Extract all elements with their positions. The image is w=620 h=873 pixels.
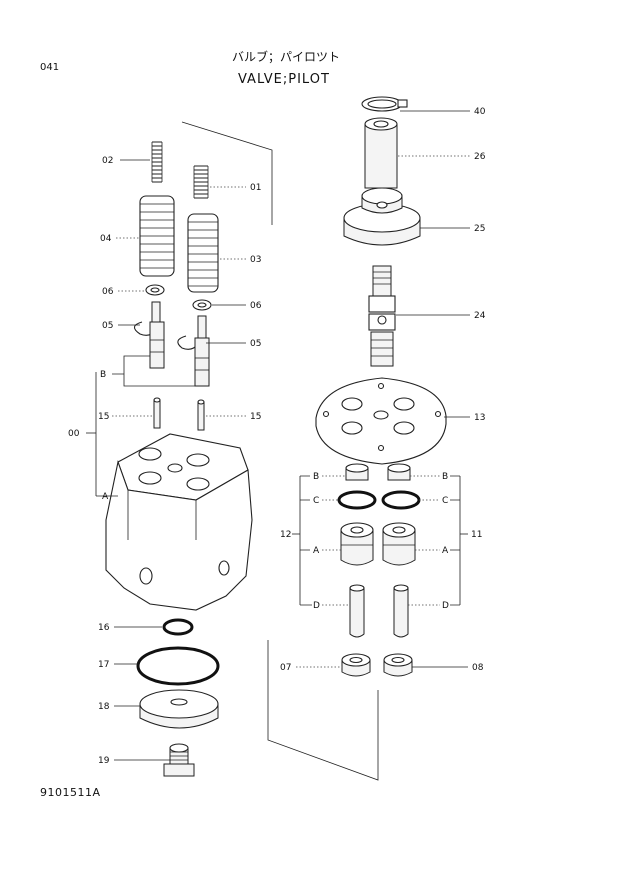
part-16-oring — [162, 618, 194, 636]
callout-a-left: A — [102, 492, 109, 502]
callout-26: 26 — [474, 152, 486, 162]
part-18-plate — [139, 689, 219, 729]
part-40-clamp — [361, 96, 408, 112]
callout-01: 01 — [250, 183, 261, 193]
part-06-washers — [145, 284, 212, 311]
part-24-joint — [368, 265, 396, 367]
part-03-large-spring — [187, 213, 219, 293]
callout-18: 18 — [98, 702, 110, 712]
part-07-08-nuts — [341, 653, 413, 677]
callout-17: 17 — [98, 660, 109, 670]
title-english: VALVE;PILOT — [238, 72, 330, 87]
page-number: 041 — [40, 62, 60, 73]
callout-b-kit-left: B — [313, 472, 319, 482]
assembly-bracket-lines — [181, 121, 379, 781]
part-04-large-spring — [139, 195, 175, 277]
callout-03: 03 — [250, 255, 261, 265]
callout-19: 19 — [98, 756, 110, 766]
callout-c-kit-right: C — [442, 496, 448, 506]
callout-15-left: 15 — [98, 412, 109, 422]
callout-15-right: 15 — [250, 412, 261, 422]
part-c-orings — [337, 490, 421, 510]
callout-02: 02 — [102, 156, 113, 166]
callout-05-right: 05 — [250, 339, 261, 349]
callout-05-left: 05 — [102, 321, 113, 331]
leader-lines — [86, 110, 470, 761]
part-02-small-spring — [151, 141, 163, 183]
callout-24: 24 — [474, 311, 486, 321]
callout-04: 04 — [100, 234, 112, 244]
part-05-retainers — [133, 321, 199, 350]
part-01-small-spring — [193, 165, 209, 199]
part-15-pins — [153, 397, 205, 431]
callout-d-kit-right: D — [442, 601, 449, 611]
part-a-guides — [340, 522, 416, 566]
title-japanese: バルブ；パイロツト — [232, 50, 341, 64]
callout-08: 08 — [472, 663, 484, 673]
callout-13: 13 — [474, 413, 485, 423]
part-b-seals — [345, 463, 411, 481]
callout-06-left: 06 — [102, 287, 114, 297]
callout-12: 12 — [280, 530, 291, 540]
callout-06-right: 06 — [250, 301, 262, 311]
callout-b-left: B — [100, 370, 106, 380]
callout-b-kit-right: B — [442, 472, 448, 482]
part-17-oring — [136, 646, 220, 686]
part-25-cap — [343, 187, 421, 246]
part-19-bolt — [163, 743, 195, 777]
part-d-spools — [349, 584, 409, 638]
callout-a-kit-left: A — [313, 546, 320, 556]
part-00-body — [105, 433, 253, 611]
callout-25: 25 — [474, 224, 485, 234]
callout-00: 00 — [68, 429, 80, 439]
callout-c-kit-left: C — [313, 496, 319, 506]
callout-11: 11 — [471, 530, 482, 540]
part-b-spools-left — [149, 301, 210, 387]
callout-labels: 40 26 25 24 13 02 01 04 03 06 06 05 05 B… — [68, 107, 486, 766]
callout-16: 16 — [98, 623, 110, 633]
part-13-plate — [315, 377, 447, 465]
callout-d-kit-left: D — [313, 601, 320, 611]
drawing-code: 9101511A — [40, 786, 101, 799]
callout-40: 40 — [474, 107, 486, 117]
callout-07: 07 — [280, 663, 291, 673]
callout-a-kit-right: A — [442, 546, 449, 556]
part-26-sleeve — [364, 117, 398, 189]
